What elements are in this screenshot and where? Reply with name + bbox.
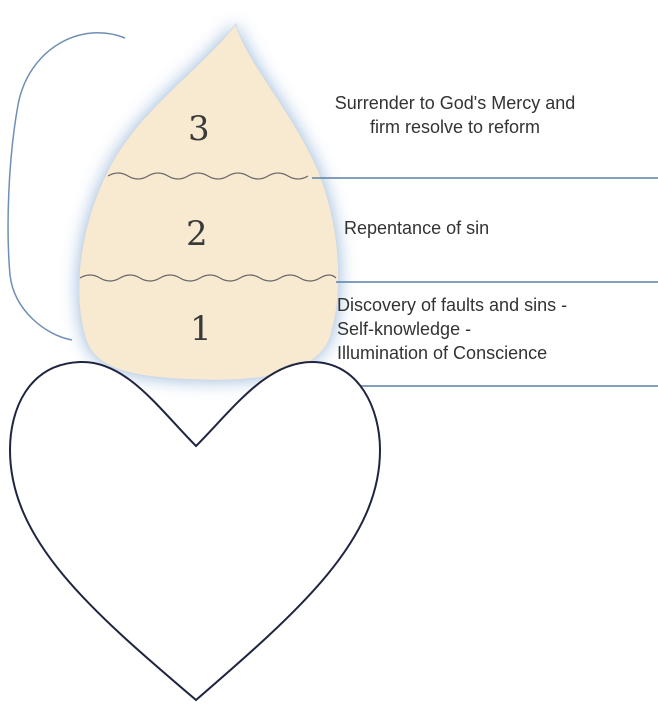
stage-1-label-line: Self-knowledge - [337, 317, 567, 341]
stage-2-label: Repentance of sin [344, 216, 489, 240]
heart [10, 362, 380, 700]
stage-1-label: Discovery of faults and sins - Self-know… [337, 293, 567, 365]
stage-1-label-line: Illumination of Conscience [337, 341, 567, 365]
stage-3-label-line: Surrender to God's Mercy and [290, 91, 620, 115]
stage-1-label-line: Discovery of faults and sins - [337, 293, 567, 317]
stage-2-label-line: Repentance of sin [344, 216, 489, 240]
stage-3-label: Surrender to God's Mercy and firm resolv… [290, 91, 620, 139]
stage-number-3: 3 [188, 109, 210, 149]
stage-number-2: 2 [186, 214, 208, 254]
stage-number-1: 1 [190, 309, 212, 349]
stage-3-label-line: firm resolve to reform [290, 115, 620, 139]
